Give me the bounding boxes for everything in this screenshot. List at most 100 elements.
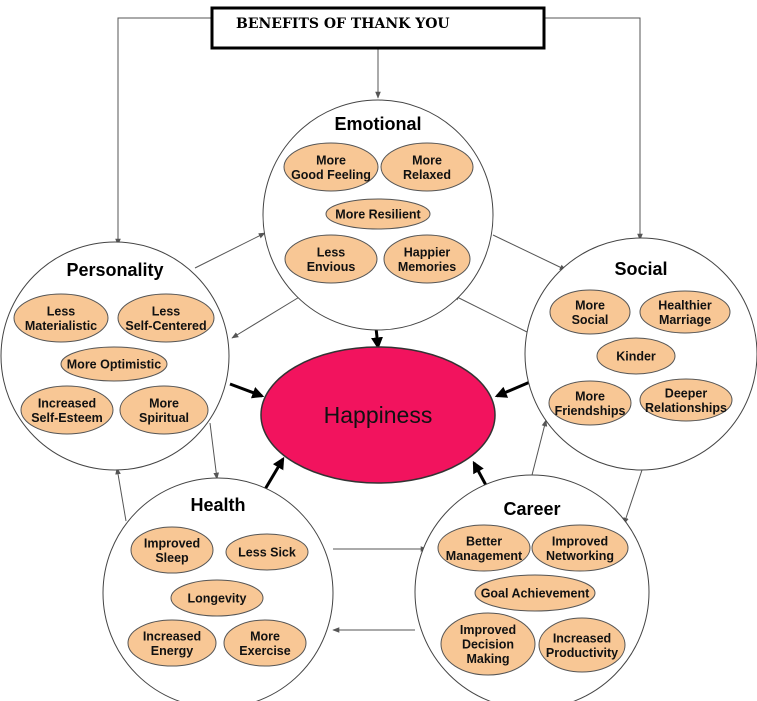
benefit-label-line: Happier bbox=[404, 245, 451, 259]
connector-personality-to-health bbox=[209, 422, 219, 480]
connector-health-to-personality bbox=[115, 467, 127, 522]
benefit-label-line: Improved bbox=[144, 536, 200, 550]
benefit-label-line: Relationships bbox=[645, 401, 727, 415]
benefit-pill bbox=[437, 524, 531, 572]
benefit-pill bbox=[538, 617, 626, 673]
benefit-pill bbox=[127, 619, 217, 667]
connector-social-to-career bbox=[623, 469, 643, 525]
benefit-label-line: Increased bbox=[38, 396, 96, 410]
happiness-label: Happiness bbox=[324, 402, 433, 428]
benefit-pill bbox=[531, 524, 629, 572]
benefit-label-line: Less bbox=[47, 304, 76, 318]
benefit-label-line: More Resilient bbox=[335, 208, 421, 222]
benefit-label-line: Healthier bbox=[658, 298, 712, 312]
benefit-label-line: Spiritual bbox=[139, 411, 189, 425]
title-box: BENEFITS OF THANK YOU bbox=[210, 6, 546, 50]
benefit-pill bbox=[383, 234, 471, 284]
arrow-personality-to-happiness bbox=[229, 382, 265, 399]
connector-personality-to-emotional bbox=[194, 232, 266, 269]
connectors bbox=[115, 17, 643, 633]
benefit-label-line: Memories bbox=[398, 260, 456, 274]
benefit-label-line: Improved bbox=[460, 623, 516, 637]
connector-emotional-to-personality bbox=[231, 295, 302, 339]
benefit-label-line: Making bbox=[466, 652, 509, 666]
benefit-label: Kinder bbox=[616, 350, 656, 364]
benefit-pill bbox=[117, 293, 215, 343]
benefit-pill bbox=[225, 533, 309, 571]
benefit-pill bbox=[130, 526, 214, 574]
benefit-pill bbox=[119, 385, 209, 435]
benefit-label-line: Materialistic bbox=[25, 319, 97, 333]
happiness-node: Happiness bbox=[260, 346, 496, 484]
benefit-label-line: Less bbox=[317, 245, 346, 259]
benefit-label-line: More bbox=[316, 153, 346, 167]
benefit-label: Goal Achievement bbox=[481, 587, 590, 601]
benefit-pill bbox=[13, 293, 109, 343]
benefit-label: More Optimistic bbox=[67, 358, 162, 372]
benefit-label-line: Increased bbox=[143, 629, 201, 643]
benefit-pill bbox=[325, 198, 431, 230]
connector-emotional-to-social bbox=[492, 234, 567, 271]
benefit-label-line: More bbox=[250, 629, 280, 643]
benefit-pill bbox=[60, 346, 168, 382]
benefit-label-line: Improved bbox=[552, 534, 608, 548]
benefit-label-line: Management bbox=[446, 549, 523, 563]
benefit-label-line: More Optimistic bbox=[67, 358, 162, 372]
benefit-pill bbox=[20, 385, 114, 435]
benefit-pill bbox=[639, 378, 733, 422]
benefit-pill bbox=[596, 337, 676, 375]
benefit-pill bbox=[283, 142, 379, 192]
benefit-pill bbox=[170, 579, 264, 617]
benefit-label-line: Good Feeling bbox=[291, 168, 371, 182]
benefit-label-line: Deeper bbox=[665, 386, 708, 400]
benefit-label-line: More bbox=[412, 153, 442, 167]
career-title: Career bbox=[503, 499, 560, 519]
benefit-label-line: More bbox=[149, 396, 179, 410]
diagram-title: BENEFITS OF THANK YOU bbox=[236, 16, 450, 32]
benefit-pill bbox=[549, 289, 631, 335]
benefit-label-line: Relaxed bbox=[403, 168, 451, 182]
benefit-label: More Resilient bbox=[335, 208, 421, 222]
benefit-label-line: Exercise bbox=[239, 644, 290, 658]
benefit-label-line: Energy bbox=[151, 644, 193, 658]
connector-social-to-emotional bbox=[452, 294, 528, 333]
benefit-label-line: Self-Esteem bbox=[31, 411, 103, 425]
benefit-label-line: Friendships bbox=[555, 404, 626, 418]
benefit-label: Less Sick bbox=[238, 546, 296, 560]
benefit-pill bbox=[639, 290, 731, 334]
connector-title-to-personality bbox=[115, 17, 212, 246]
benefit-label-line: Less bbox=[152, 304, 181, 318]
benefit-label-line: Longevity bbox=[187, 592, 246, 606]
benefit-label-line: More bbox=[575, 389, 605, 403]
benefit-label-line: Marriage bbox=[659, 313, 711, 327]
benefit-label-line: Self-Centered bbox=[125, 319, 206, 333]
benefit-label-line: Social bbox=[572, 313, 609, 327]
benefit-label-line: Goal Achievement bbox=[481, 587, 590, 601]
personality-title: Personality bbox=[66, 260, 163, 280]
benefit-label-line: More bbox=[575, 298, 605, 312]
benefit-pill bbox=[284, 234, 378, 284]
connector-career-to-social bbox=[531, 419, 548, 476]
benefit-label-line: Networking bbox=[546, 549, 614, 563]
